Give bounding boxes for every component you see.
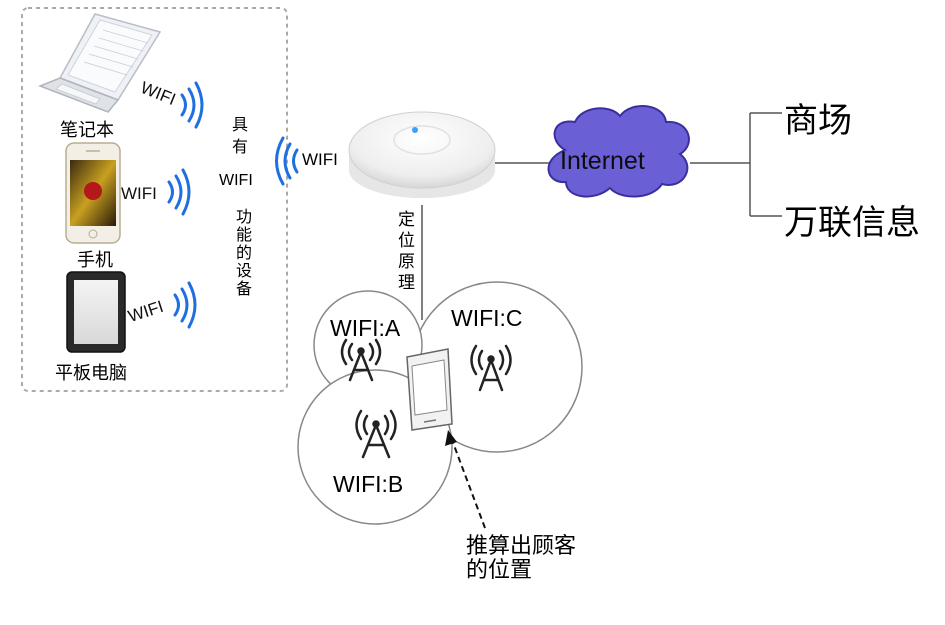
- capability-line2: WIFI: [219, 172, 253, 189]
- mall-label: 商场: [784, 101, 852, 141]
- phone-icon: [65, 142, 121, 244]
- wifi-signal-icon: [167, 168, 191, 216]
- phone-wifi-label: WIFI: [121, 184, 157, 203]
- wifi-a-label: WIFI:A: [330, 315, 401, 341]
- tablet-icon: [66, 271, 126, 353]
- wanlian-label: 万联信息: [784, 203, 920, 243]
- customer-handset-icon: [406, 348, 453, 431]
- tablet-label: 平板电脑: [55, 363, 127, 384]
- wifi-c-label: WIFI:C: [451, 305, 523, 331]
- result-line2: 的位置: [466, 558, 533, 583]
- capability-line1: 具有: [232, 115, 249, 156]
- internet-cloud-icon: [547, 104, 690, 198]
- wifi-signal-icon: [173, 281, 197, 329]
- tower-icon: [355, 409, 397, 459]
- locating-principle-label: 定位原理: [398, 210, 415, 293]
- wifi-signal-icon: [275, 136, 299, 186]
- tower-icon: [470, 344, 512, 392]
- device-group-box: [21, 7, 288, 392]
- laptop-label: 笔记本: [60, 120, 114, 141]
- tower-icon: [340, 338, 382, 382]
- capability-line3: 功能的设备: [233, 208, 252, 298]
- laptop-icon: [37, 13, 162, 113]
- phone-label: 手机: [77, 250, 113, 271]
- internet-label: Internet: [560, 147, 645, 175]
- access-point-icon: [348, 111, 496, 198]
- result-line1: 推算出顾客: [466, 534, 577, 559]
- position-arrow: [445, 430, 486, 529]
- wifi-signal-icon: [180, 81, 204, 129]
- ap-wifi-label: WIFI: [302, 150, 338, 169]
- wifi-b-label: WIFI:B: [333, 471, 404, 497]
